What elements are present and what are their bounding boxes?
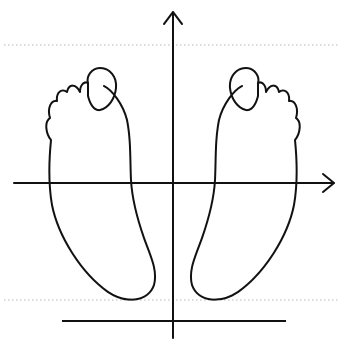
right-foot-big-toe — [230, 68, 258, 110]
left-foot-sole — [46, 82, 155, 299]
left-foot-big-toe — [88, 68, 116, 110]
right-foot-sole — [191, 82, 300, 299]
